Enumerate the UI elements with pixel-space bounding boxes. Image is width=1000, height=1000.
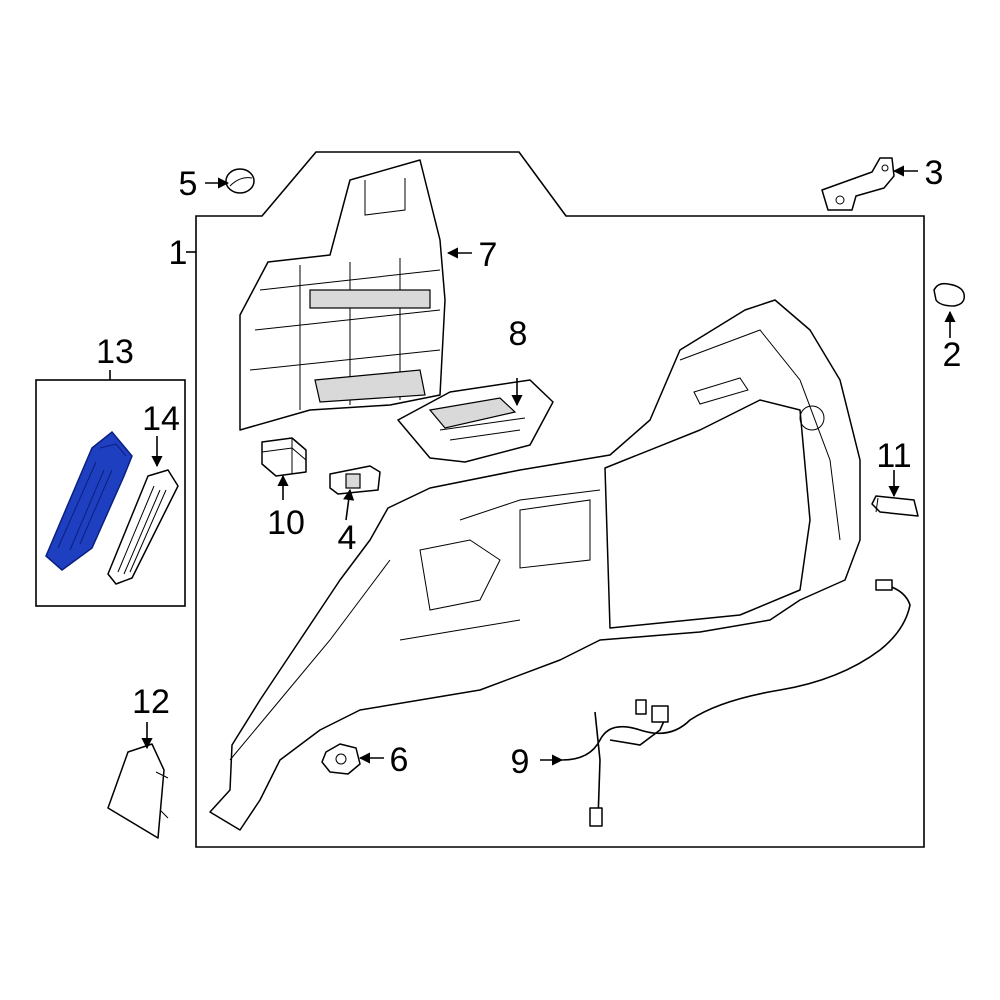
part-1-quarter-trim[interactable] — [209, 299, 861, 831]
callout-12: 12 — [132, 683, 170, 721]
part-14-grille[interactable] — [107, 469, 179, 585]
callout-9: 9 — [511, 743, 530, 781]
callout-3: 3 — [925, 154, 944, 192]
part-6-nut[interactable] — [321, 743, 361, 775]
callout-13: 13 — [96, 333, 134, 371]
part-2-clip[interactable] — [933, 282, 966, 307]
callout-8: 8 — [509, 315, 528, 353]
part-10-clip[interactable] — [261, 437, 307, 477]
callout-1: 1 — [169, 234, 188, 272]
callout-2: 2 — [943, 336, 962, 374]
callout-labels: 1 2 3 4 5 6 7 8 9 10 11 12 13 14 — [96, 154, 961, 781]
part-4-clip[interactable] — [329, 465, 381, 495]
part-7-panel[interactable] — [239, 159, 446, 431]
part-3-bracket[interactable] — [821, 157, 895, 211]
callout-7: 7 — [479, 236, 498, 274]
callout-4: 4 — [338, 519, 357, 557]
part-12-piece[interactable] — [107, 743, 169, 839]
part-13-cover[interactable] — [45, 430, 133, 571]
callout-6: 6 — [390, 741, 409, 779]
part-11-block[interactable] — [871, 495, 919, 517]
assembly-frame — [195, 151, 925, 848]
part-5-cap[interactable] — [225, 168, 255, 194]
callout-5: 5 — [179, 165, 198, 203]
callout-11: 11 — [876, 437, 911, 475]
callout-10: 10 — [267, 504, 305, 542]
part-9-harness[interactable] — [561, 579, 911, 827]
callout-14: 14 — [142, 400, 180, 438]
leader-lines — [109, 165, 956, 766]
